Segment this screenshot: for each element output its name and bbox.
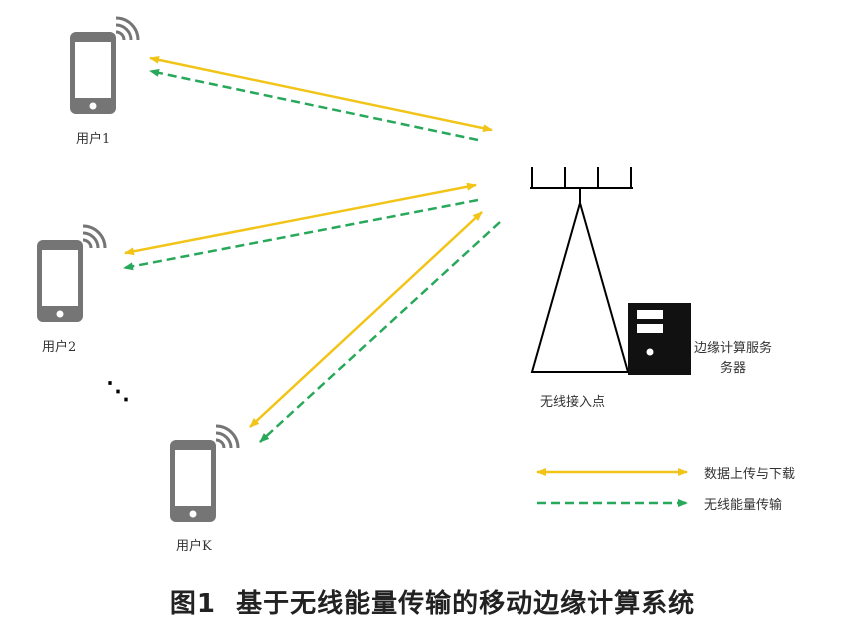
energy-arrow-user-k	[259, 221, 501, 443]
server-label-line-2: 务器	[720, 361, 747, 376]
figure-title: 基于无线能量传输的移动边缘计算系统	[236, 589, 696, 619]
ellipsis: ⋱	[106, 376, 130, 405]
figure-caption: 图1 基于无线能量传输的移动边缘计算系统	[0, 583, 865, 620]
figure-number: 图1	[169, 589, 216, 619]
server-label-line-1: 边缘计算服务	[694, 341, 773, 356]
user-k-phone-icon	[168, 424, 240, 524]
energy-arrow-user-1	[149, 68, 479, 142]
data-arrow-user-1	[149, 55, 493, 133]
user-k-label: 用户K	[176, 539, 212, 554]
energy-arrow-user-2	[123, 198, 479, 271]
legend-data-label: 数据上传与下载	[704, 467, 796, 482]
access-point-tower-icon	[530, 167, 633, 373]
access-point-label: 无线接入点	[540, 395, 606, 410]
server-label: 边缘计算服务 务器	[694, 339, 772, 379]
legend-energy-label: 无线能量传输	[704, 498, 783, 513]
user-2-phone-icon	[35, 224, 107, 324]
user-1-phone-icon	[68, 16, 140, 116]
data-arrow-user-2	[124, 182, 477, 256]
user-1-label: 用户1	[76, 132, 111, 147]
server-icon	[628, 303, 691, 375]
data-arrow-user-k	[249, 211, 483, 428]
user-2-label: 用户2	[42, 340, 77, 355]
